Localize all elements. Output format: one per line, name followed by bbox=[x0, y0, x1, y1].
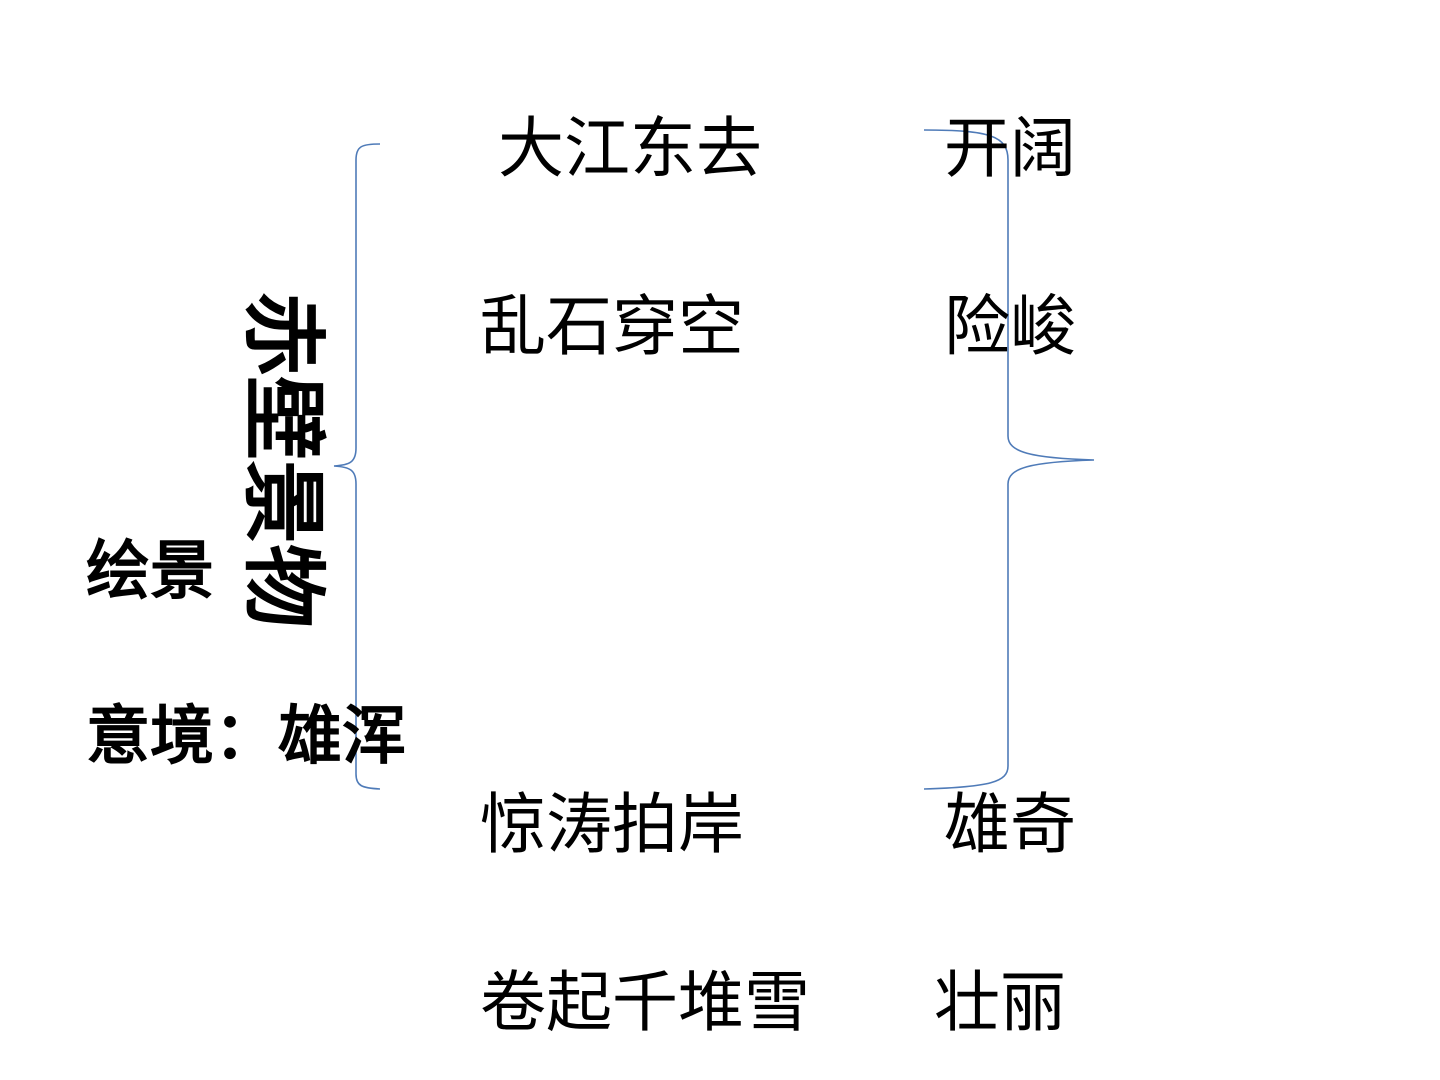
draw-scene-label: 绘景 bbox=[86, 535, 214, 609]
vertical-title-text: 赤壁景物 bbox=[234, 292, 332, 629]
descriptor-2: 险峻 bbox=[944, 288, 1076, 365]
descriptor-4: 壮丽 bbox=[934, 964, 1066, 1041]
vertical-title: 赤壁景物 bbox=[234, 292, 332, 652]
phrase-2: 乱石穿空 bbox=[480, 288, 744, 365]
left-curly-brace bbox=[333, 143, 381, 790]
phrase-1: 大江东去 bbox=[498, 110, 762, 187]
phrase-3: 惊涛拍岸 bbox=[480, 786, 744, 863]
phrase-4: 卷起千堆雪 bbox=[480, 964, 810, 1041]
descriptor-1: 开阔 bbox=[944, 110, 1076, 187]
descriptor-3: 雄奇 bbox=[944, 786, 1076, 863]
mood-label: 意境：雄浑 bbox=[86, 700, 406, 774]
right-curly-brace bbox=[923, 129, 1095, 790]
